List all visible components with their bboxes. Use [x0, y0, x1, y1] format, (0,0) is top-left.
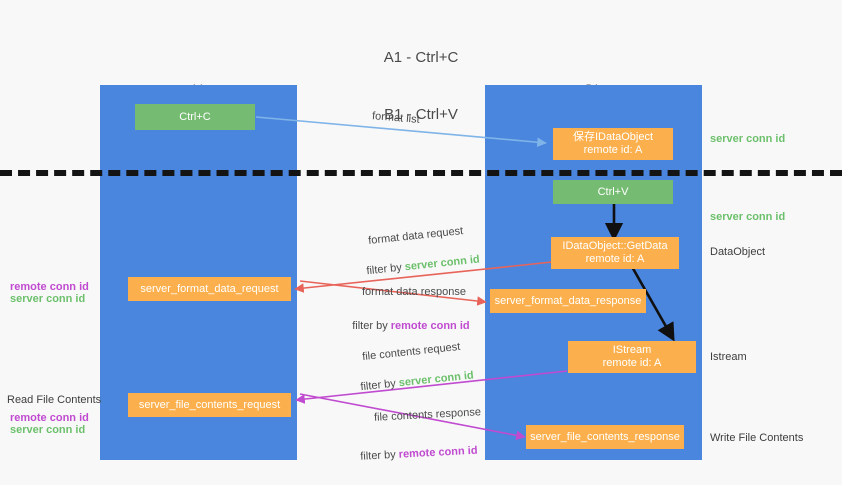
- box-ctrl-v[interactable]: Ctrl+V: [553, 180, 673, 204]
- box-getdata-line2: remote id: A: [585, 253, 645, 265]
- right-label-write-file-contents: Write File Contents: [710, 432, 804, 444]
- box-fmt-req-label: server_format_data_request: [140, 282, 279, 295]
- filter-prefix: filter by: [365, 261, 406, 278]
- box-save-idataobject[interactable]: 保存IDataObject remote id: A: [553, 128, 673, 160]
- box-fmt-resp-label: server_format_data_response: [494, 294, 642, 307]
- filter-key-remote-conn-id: remote conn id: [398, 444, 478, 461]
- box-save-idataobject-line2: remote id: A: [583, 144, 643, 156]
- box-file-req-label: server_file_contents_request: [138, 398, 281, 411]
- box-save-idataobject-line1: 保存IDataObject: [572, 131, 654, 143]
- box-istream-line2: remote id: A: [602, 357, 662, 369]
- label-file-contents-response-filter: filter by remote conn id: [347, 430, 479, 479]
- left-label-server-conn-id-1: server conn id: [10, 293, 86, 305]
- box-ctrl-v-label: Ctrl+V: [597, 185, 629, 198]
- right-label-server-conn-id-top: server conn id: [710, 133, 786, 145]
- right-label-server-conn-id-mid: server conn id: [710, 211, 786, 223]
- box-server-file-contents-request[interactable]: server_file_contents_request: [128, 393, 291, 417]
- filter-key-server-conn-id: server conn id: [398, 369, 475, 390]
- box-ctrl-c-label: Ctrl+C: [179, 110, 211, 123]
- filter-key-remote-conn-id: remote conn id: [390, 320, 470, 332]
- filter-prefix: filter by: [352, 320, 391, 332]
- title-line-1: A1 - Ctrl+C: [383, 49, 459, 66]
- label-format-data-response-filter: filter by remote conn id: [340, 305, 470, 347]
- box-server-format-data-response[interactable]: server_format_data_response: [490, 289, 646, 313]
- right-label-istream: Istream: [710, 351, 747, 363]
- box-ctrl-c[interactable]: Ctrl+C: [135, 104, 255, 130]
- box-server-file-contents-response[interactable]: server_file_contents_response: [526, 425, 684, 449]
- left-label-server-conn-id-2: server conn id: [10, 424, 86, 436]
- box-istream[interactable]: IStream remote id: A: [568, 341, 696, 373]
- label-file-contents-response: file contents response: [373, 406, 482, 424]
- box-getdata-line1: IDataObject::GetData: [562, 240, 668, 252]
- box-file-resp-label: server_file_contents_response: [530, 430, 680, 443]
- label-format-data-response: format data response: [362, 286, 466, 298]
- right-label-dataobject: DataObject: [710, 246, 766, 258]
- left-label-remote-conn-id-2: remote conn id: [10, 412, 89, 424]
- phase-separator: [0, 170, 842, 176]
- box-server-format-data-request[interactable]: server_format_data_request: [128, 277, 291, 301]
- box-idataobject-getdata[interactable]: IDataObject::GetData remote id: A: [551, 237, 679, 269]
- filter-prefix: filter by: [359, 448, 400, 463]
- left-label-read-file-contents: Read File Contents: [7, 394, 102, 406]
- box-istream-line1: IStream: [612, 344, 652, 356]
- filter-key-server-conn-id: server conn id: [404, 253, 481, 274]
- filter-prefix: filter by: [359, 377, 400, 394]
- left-label-remote-conn-id-1: remote conn id: [10, 281, 89, 293]
